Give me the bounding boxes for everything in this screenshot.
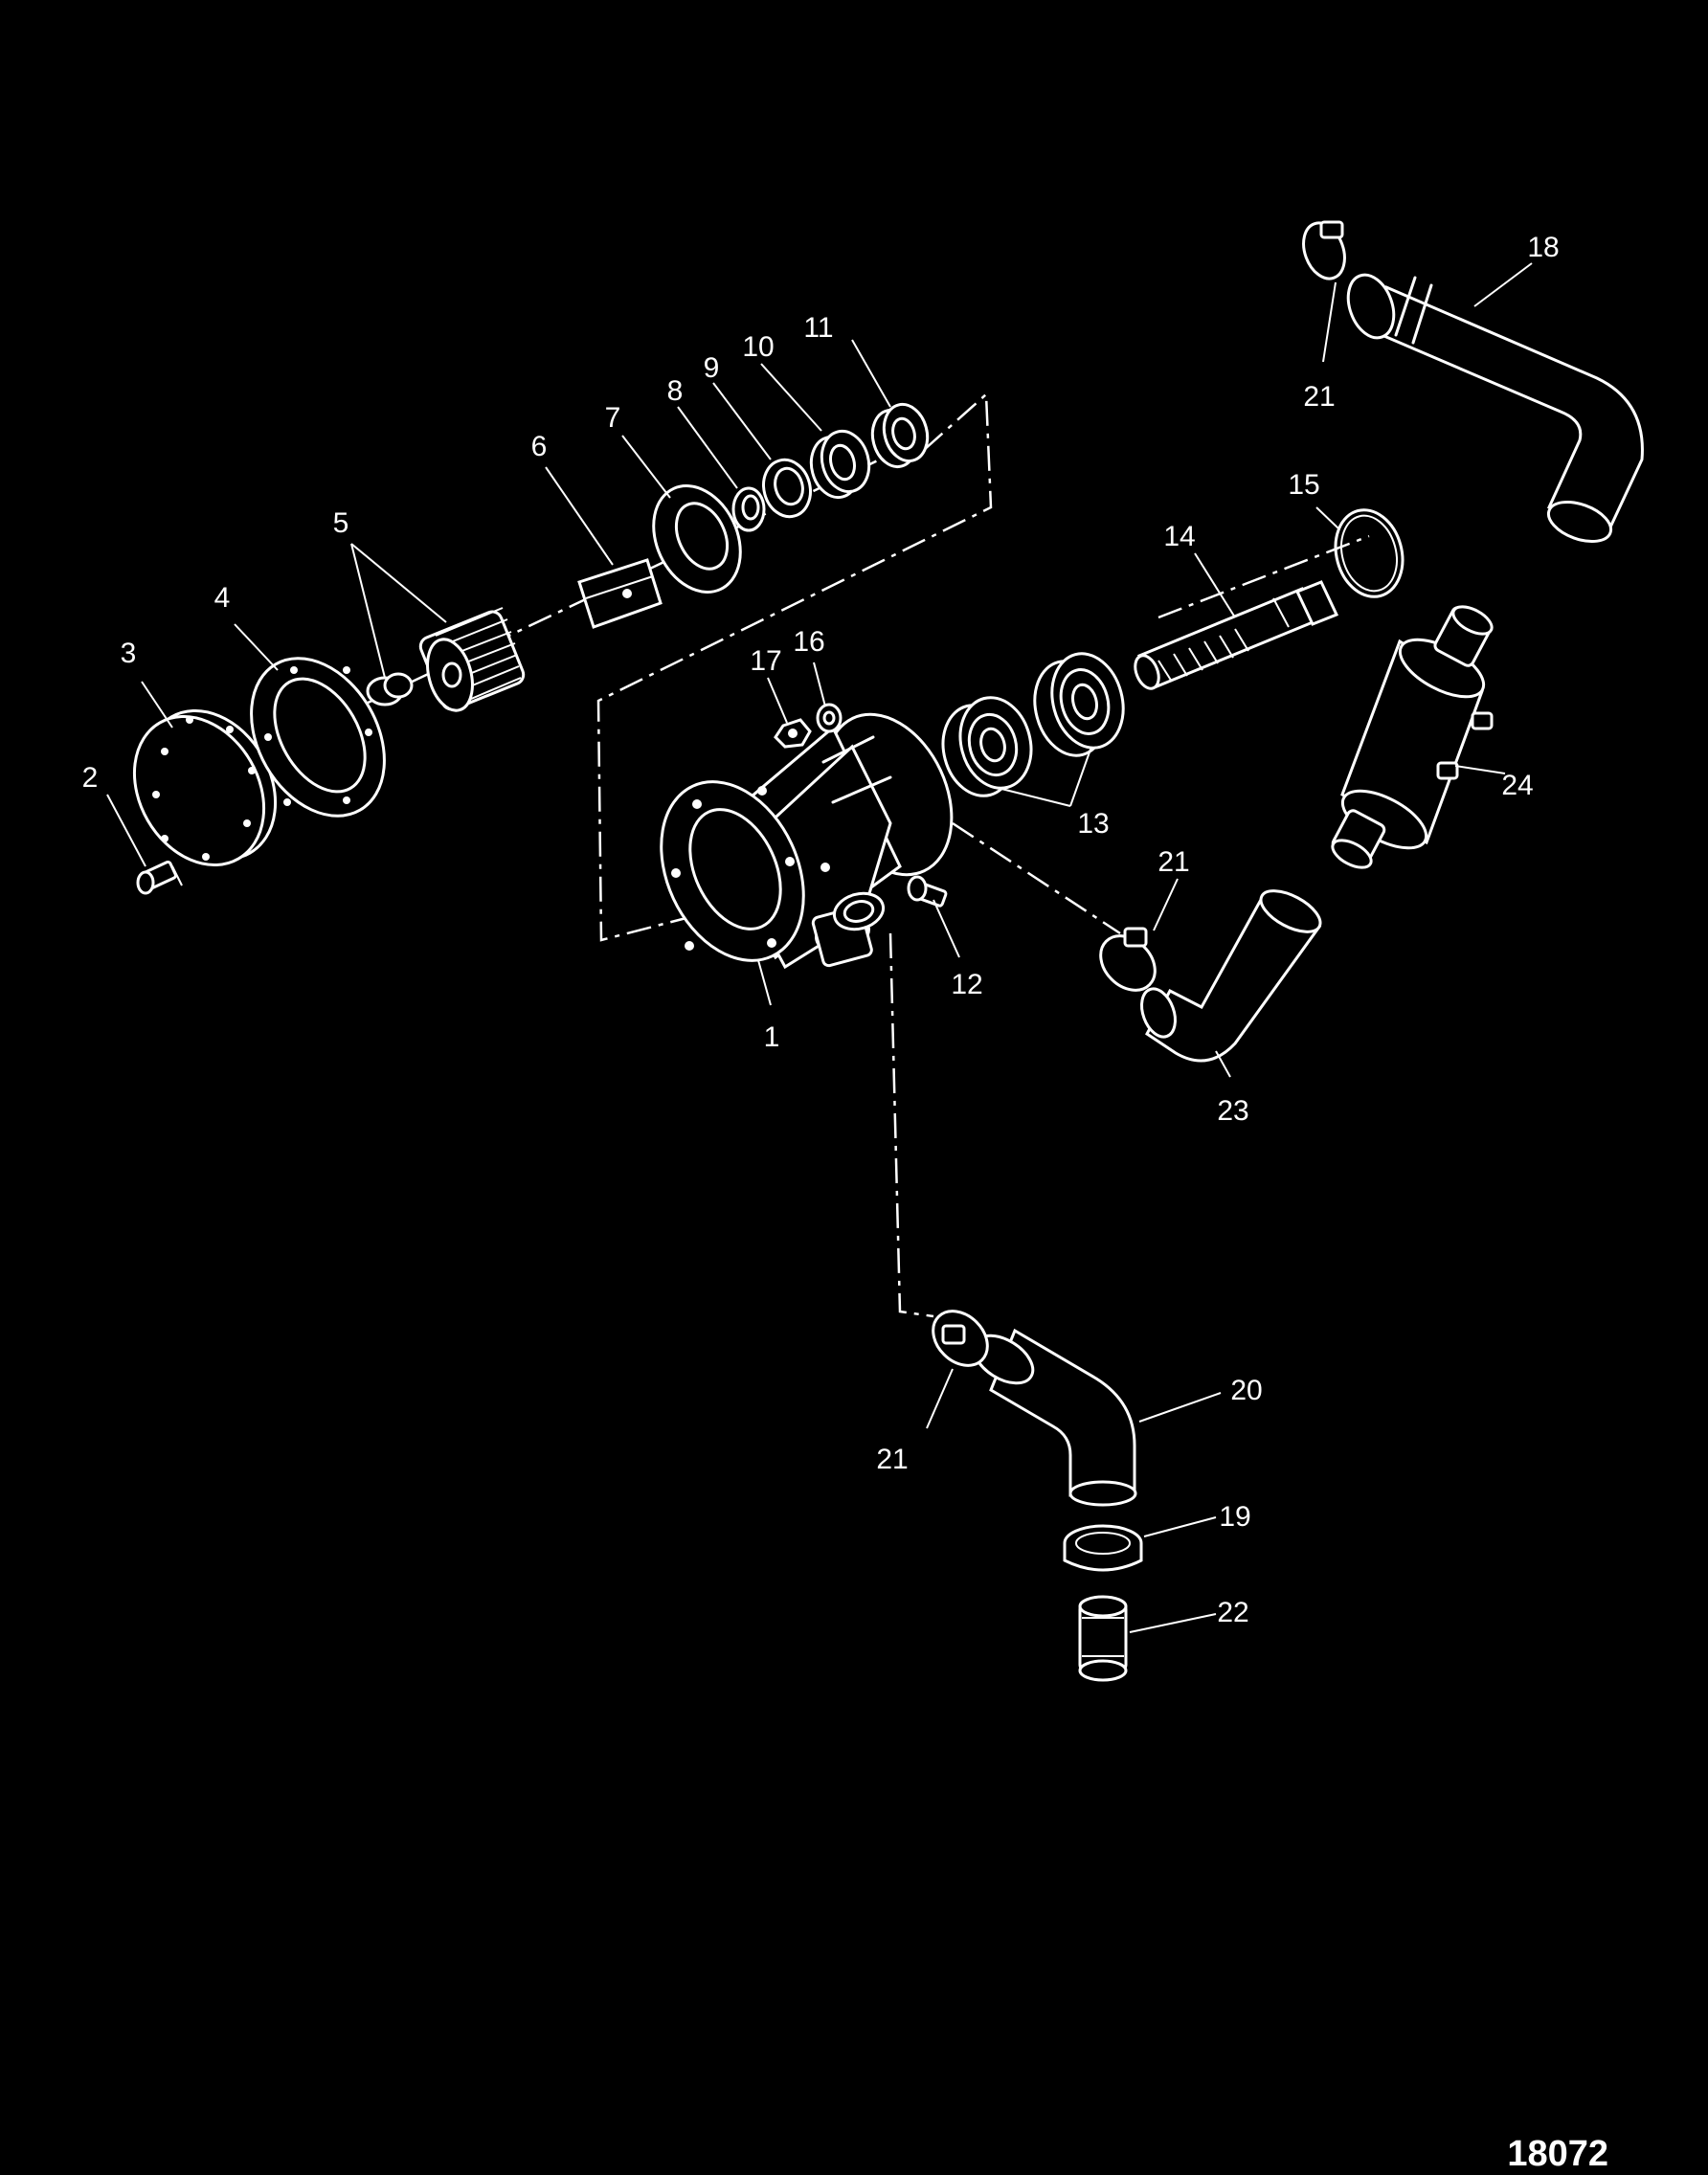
part-fitting-22 xyxy=(1078,1595,1128,1682)
part-clamp-21a xyxy=(1302,220,1346,280)
callout-4: 4 xyxy=(214,582,231,614)
callout-11: 11 xyxy=(803,312,833,344)
part-pump-body-1 xyxy=(660,712,954,970)
callout-8: 8 xyxy=(667,375,684,407)
part-shaft-14 xyxy=(1134,580,1339,690)
leader-lines xyxy=(106,262,1533,1633)
part-bearing-13b xyxy=(1033,652,1125,757)
part-hose-20 xyxy=(972,1328,1137,1507)
callout-2: 2 xyxy=(82,762,99,794)
part-nut-17 xyxy=(774,718,812,749)
part-bearing-13a xyxy=(941,696,1033,797)
callout-labels: 1 2 3 4 5 6 7 8 9 10 11 12 13 14 15 16 1… xyxy=(82,232,1560,1628)
callout-21-middle: 21 xyxy=(1157,846,1189,878)
callout-21-top: 21 xyxy=(1303,381,1335,413)
part-screw-12 xyxy=(907,875,948,908)
part-cam-6 xyxy=(577,558,663,629)
part-ring-8 xyxy=(731,486,766,532)
part-ring-9 xyxy=(762,458,812,519)
callout-12: 12 xyxy=(951,969,982,1000)
part-seal-11 xyxy=(870,402,930,469)
callout-24: 24 xyxy=(1501,770,1533,801)
callout-5: 5 xyxy=(333,507,349,539)
callout-1: 1 xyxy=(764,1021,780,1053)
callout-18: 18 xyxy=(1527,232,1559,263)
callout-21-bottom: 21 xyxy=(876,1444,908,1475)
callout-3: 3 xyxy=(121,638,137,669)
callout-9: 9 xyxy=(704,352,720,384)
callout-23: 23 xyxy=(1217,1095,1248,1127)
part-hose-18 xyxy=(1346,273,1644,544)
callout-20: 20 xyxy=(1230,1375,1262,1406)
callout-14: 14 xyxy=(1163,521,1195,552)
part-clamp-19 xyxy=(1063,1524,1143,1572)
part-gasket-4 xyxy=(250,657,386,818)
part-screw-2 xyxy=(136,860,183,895)
callout-10: 10 xyxy=(742,331,774,363)
callout-16: 16 xyxy=(793,626,824,658)
part-seal-10 xyxy=(809,429,871,500)
part-impeller-5 xyxy=(366,607,526,712)
callout-17: 17 xyxy=(750,645,781,677)
part-plate-7 xyxy=(652,484,742,594)
part-oring-15 xyxy=(1334,508,1405,598)
callout-7: 7 xyxy=(605,402,621,434)
figure-number: 18072 xyxy=(1507,2134,1608,2174)
callout-13: 13 xyxy=(1077,808,1109,840)
callout-19: 19 xyxy=(1219,1501,1250,1533)
part-washer-16 xyxy=(816,703,843,733)
part-cylinder-24 xyxy=(1331,605,1494,869)
part-clamp-21c xyxy=(932,1310,989,1367)
callout-22: 22 xyxy=(1217,1597,1248,1628)
part-hose-23 xyxy=(1140,889,1322,1063)
part-clamp-21b xyxy=(1099,927,1157,992)
callout-15: 15 xyxy=(1288,469,1319,501)
callout-6: 6 xyxy=(531,431,548,462)
